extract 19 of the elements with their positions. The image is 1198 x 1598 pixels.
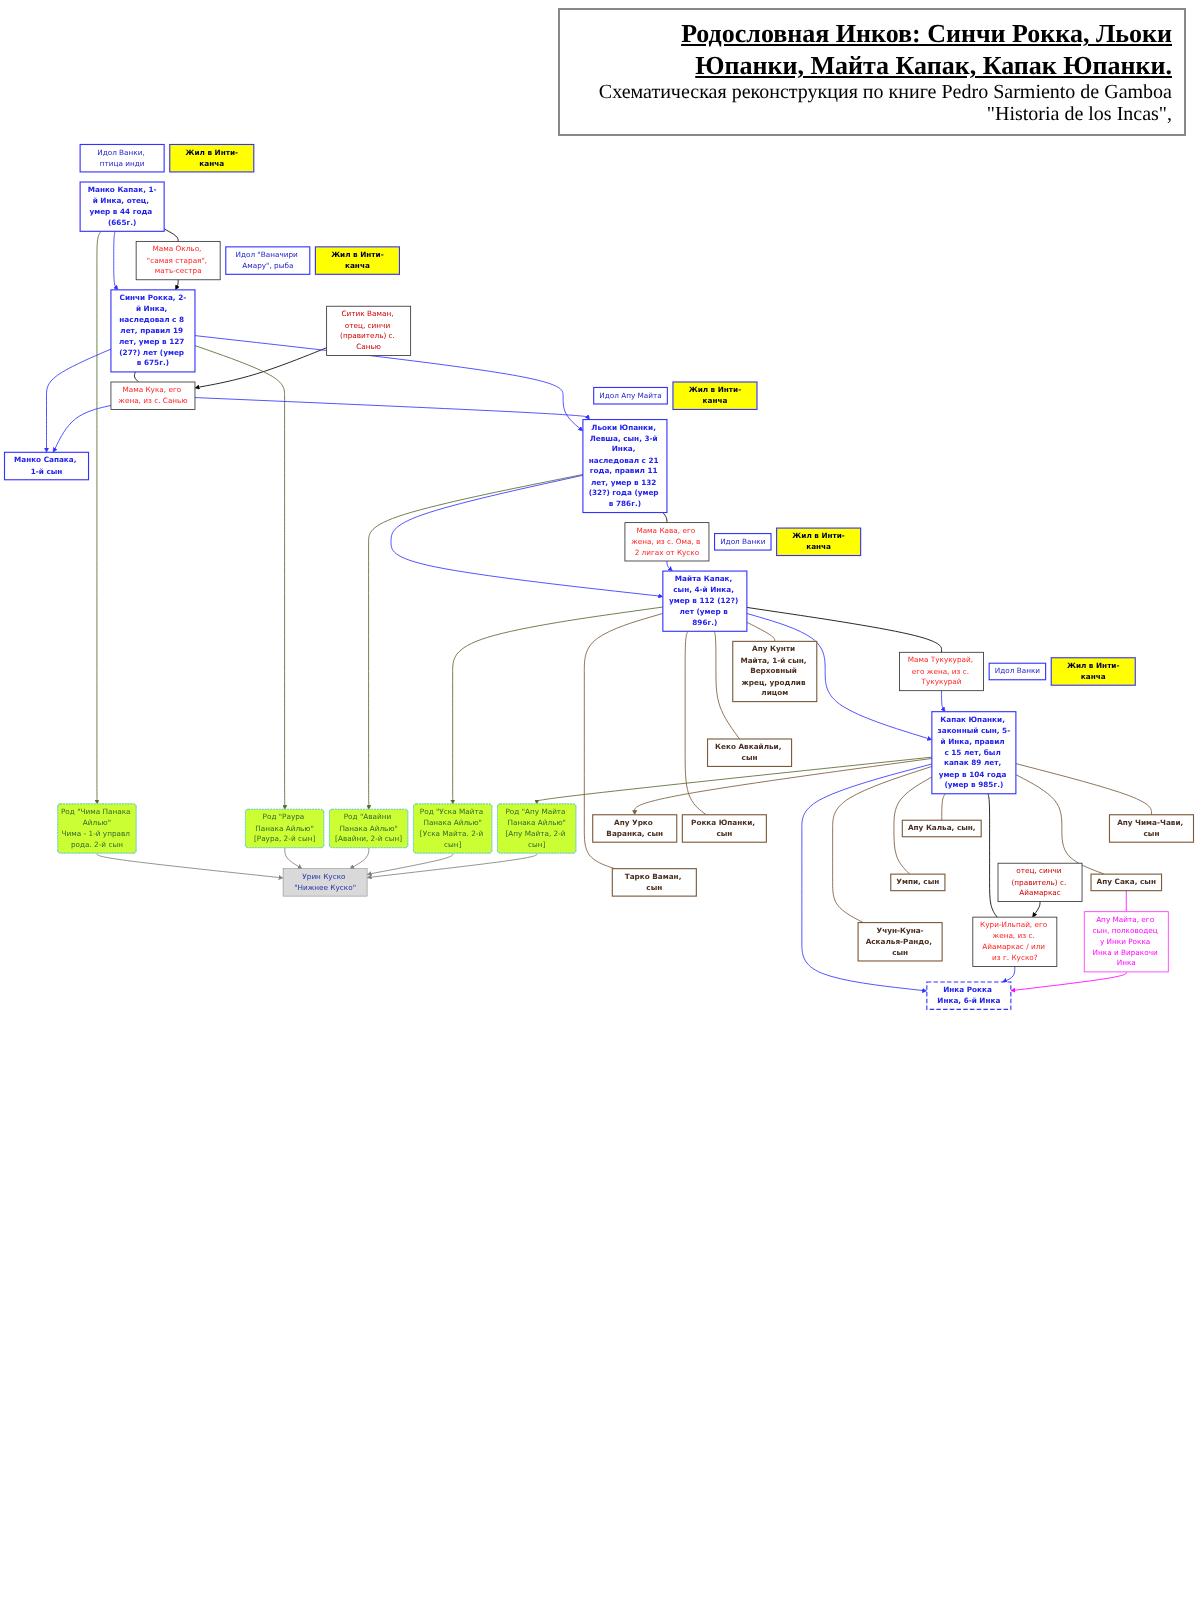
connector — [713, 630, 740, 740]
caption: Схематическая реконструкция по книге Pedro Sarmiento de Gamboa "Historia de los Incas", — [596, 82, 1172, 126]
connector — [1015, 774, 1105, 875]
connector — [987, 793, 998, 918]
title: Родословная Инков: Синчи Рокка, Льоки Юпанки, Майта Капак, Капак Юпанки. — [679, 18, 1172, 82]
connector — [662, 512, 668, 524]
connector — [163, 228, 179, 242]
connector — [684, 630, 707, 816]
connector — [893, 776, 933, 875]
connector — [746, 607, 942, 653]
connector — [832, 766, 933, 923]
connector — [1015, 763, 1152, 816]
connector — [941, 793, 946, 821]
connector — [746, 621, 776, 642]
connector — [583, 613, 664, 870]
arrow — [175, 279, 180, 291]
connector — [133, 371, 140, 383]
connector — [1125, 890, 1127, 913]
arrow — [666, 560, 673, 572]
